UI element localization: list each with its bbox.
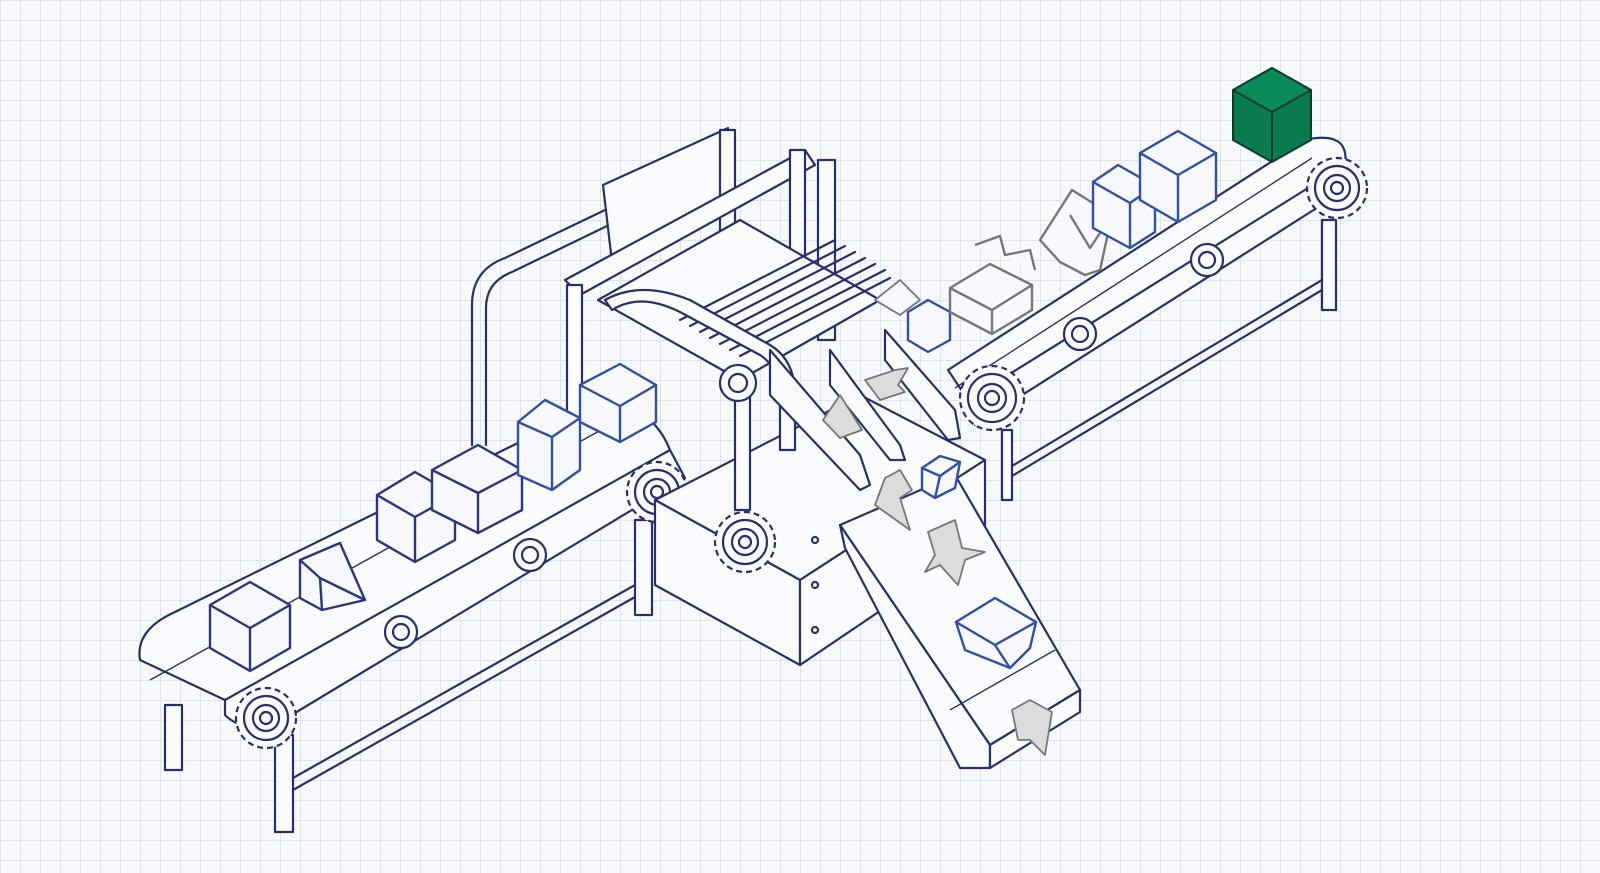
output-conveyor [946,136,1369,502]
output-gear-icon-right [1305,156,1369,220]
input-boxes [208,362,658,673]
box-icon [430,443,524,535]
damaged-box-icon [920,454,962,500]
broken-box-fragment [1011,699,1053,756]
diverter-arm-1 [768,348,872,492]
box-icon [208,580,292,673]
diverter-arm-2 [828,348,907,462]
output-conveyor-legs [1000,218,1338,502]
input-conveyor-legs [163,518,654,834]
broken-box-fragment [864,367,909,401]
wedge-box-icon [298,541,367,612]
input-gear-icon-front [234,686,298,750]
reject-chute [838,473,1082,770]
box-icon [1138,129,1218,224]
hex-box-icon [906,298,952,354]
input-roller-1 [383,614,419,650]
output-roller-2 [1189,242,1225,278]
open-box-icon [948,234,1037,336]
rejected-box-icon [954,596,1038,670]
box-icon [578,362,658,444]
box-icon [516,398,582,492]
machine-gear-icon [713,510,777,574]
output-roller-1 [1062,316,1098,352]
output-gear-icon-left [958,364,1026,432]
sorting-machine [470,126,987,667]
input-roller-2 [512,537,548,573]
broken-box-fragment [874,469,913,531]
diverter-arm-3 [883,328,962,442]
broken-box-fragment [874,279,921,316]
broken-fragments [822,367,1053,756]
broken-box-fragment [822,394,863,439]
broken-box-fragment [924,519,986,586]
output-boxes [874,67,1312,354]
approved-box-icon [1232,67,1312,163]
